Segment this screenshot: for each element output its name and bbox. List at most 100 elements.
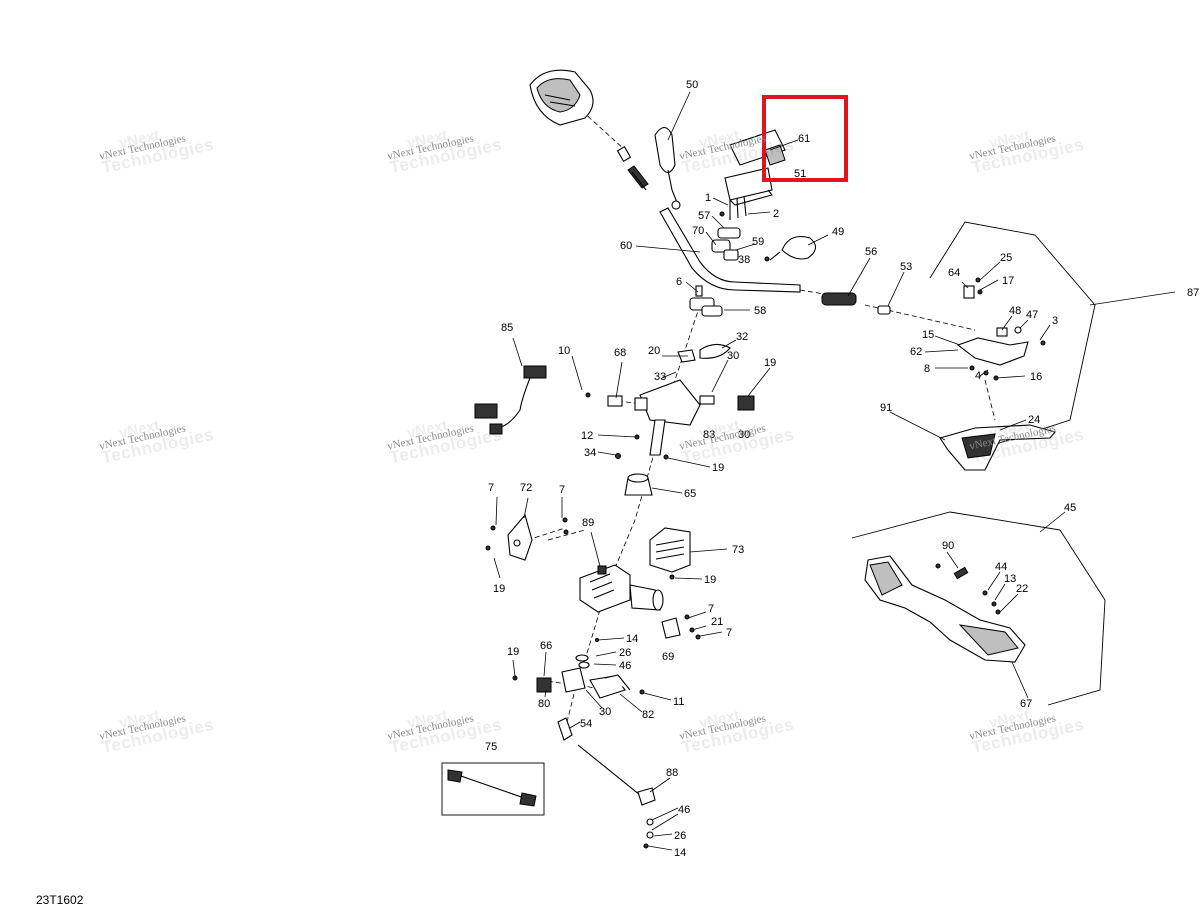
tie-rod-kit — [441, 762, 545, 816]
callout-2: 2 — [773, 208, 779, 220]
callout-19d: 19 — [704, 574, 716, 586]
callout-13: 13 — [1004, 573, 1016, 585]
callout-11: 11 — [673, 696, 684, 708]
callout-89: 89 — [582, 517, 594, 529]
callout-87: 87 — [1187, 287, 1199, 299]
callout-88: 88 — [666, 767, 678, 779]
diagram-code: 23T1602 — [36, 893, 84, 907]
callout-25: 25 — [1000, 252, 1012, 264]
callout-56: 56 — [865, 246, 877, 258]
steering-support — [624, 473, 653, 496]
hand-guard-left — [529, 69, 594, 126]
mirror-right — [769, 235, 817, 261]
callout-68: 68 — [614, 347, 626, 359]
fasteners — [485, 211, 1046, 849]
handlebar — [659, 207, 801, 293]
callout-33: 33 — [654, 371, 666, 383]
callout-49: 49 — [832, 226, 844, 238]
bracket-72 — [507, 513, 533, 561]
callout-51: 51 — [794, 168, 806, 180]
leader-lines — [493, 91, 1176, 851]
callout-60: 60 — [620, 240, 632, 252]
callout-32: 32 — [736, 331, 748, 343]
callout-8: 8 — [924, 363, 930, 375]
callout-44: 44 — [995, 561, 1007, 573]
callout-70: 70 — [692, 225, 704, 237]
callout-3: 3 — [1052, 315, 1058, 327]
module-73 — [649, 527, 691, 573]
grip-right — [821, 292, 891, 315]
callout-64: 64 — [948, 267, 960, 279]
mirror-left — [654, 126, 681, 210]
callout-16: 16 — [1030, 371, 1042, 383]
callout-65: 65 — [684, 488, 696, 500]
callout-46b: 46 — [678, 804, 690, 816]
callout-45: 45 — [1064, 502, 1076, 514]
callout-12: 12 — [581, 430, 593, 442]
callout-54: 54 — [580, 718, 592, 730]
highlight-box[interactable] — [762, 95, 848, 182]
callout-7d: 7 — [726, 627, 732, 639]
callout-62: 62 — [910, 346, 922, 358]
callout-82: 82 — [642, 709, 654, 721]
callout-24: 24 — [1028, 414, 1040, 426]
callout-72: 72 — [520, 482, 532, 494]
callout-53: 53 — [900, 261, 912, 273]
handlebar-pad — [724, 129, 786, 206]
callout-30a: 30 — [727, 350, 739, 362]
callout-19e: 19 — [507, 646, 519, 658]
callout-91: 91 — [880, 402, 892, 414]
callout-34: 34 — [584, 447, 596, 459]
callout-30b: 30 — [738, 429, 750, 441]
callout-26b: 26 — [674, 830, 686, 842]
callout-7a: 7 — [488, 482, 494, 494]
callout-66: 66 — [540, 640, 552, 652]
callout-6: 6 — [676, 276, 682, 288]
callout-83: 83 — [703, 429, 715, 441]
grip-left — [616, 146, 649, 191]
callout-22: 22 — [1016, 583, 1028, 595]
callout-4: 4 — [975, 370, 981, 382]
power-steering-unit — [579, 564, 664, 613]
callout-7c: 7 — [708, 603, 714, 615]
callout-46a: 46 — [619, 660, 631, 672]
callout-19b: 19 — [712, 462, 724, 474]
callout-80: 80 — [538, 698, 550, 710]
callout-57: 57 — [698, 210, 710, 222]
callout-69: 69 — [662, 651, 674, 663]
callout-73: 73 — [732, 544, 744, 556]
callout-19a: 19 — [764, 357, 776, 369]
callout-85: 85 — [501, 322, 513, 334]
callout-10: 10 — [558, 345, 570, 357]
tie-rod — [557, 717, 656, 839]
callout-20: 20 — [648, 345, 660, 357]
steering-column — [607, 343, 755, 456]
callout-19c: 19 — [493, 583, 505, 595]
handlebar-clamps — [711, 195, 747, 261]
callout-1: 1 — [705, 192, 711, 204]
callout-38: 38 — [738, 254, 750, 266]
callout-17: 17 — [1002, 275, 1014, 287]
callout-14a: 14 — [626, 633, 638, 645]
callout-50: 50 — [686, 79, 698, 91]
callout-15: 15 — [922, 329, 934, 341]
callout-48: 48 — [1009, 305, 1021, 317]
riser-parts — [689, 285, 723, 317]
callout-75: 75 — [485, 741, 497, 753]
callout-59: 59 — [752, 236, 764, 248]
wire-harness — [474, 365, 547, 435]
callout-58: 58 — [754, 305, 766, 317]
callout-26a: 26 — [619, 647, 631, 659]
callout-14b: 14 — [674, 847, 686, 859]
hand-guard-assembly — [851, 511, 1106, 706]
callout-61: 61 — [798, 133, 810, 145]
callout-7b: 7 — [559, 484, 565, 496]
callout-30c: 30 — [599, 706, 611, 718]
callout-47: 47 — [1026, 309, 1038, 321]
lower-steering-parts — [536, 617, 681, 699]
callout-labels: 50 61 51 1 2 57 70 59 60 49 38 56 53 6 5… — [485, 79, 1199, 859]
callout-90: 90 — [942, 540, 954, 552]
callout-67: 67 — [1020, 698, 1032, 710]
callout-21: 21 — [711, 616, 723, 628]
